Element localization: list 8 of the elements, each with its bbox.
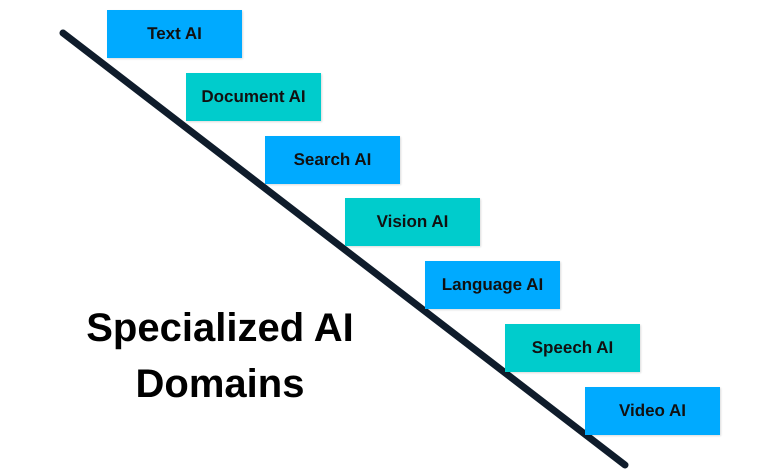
- domain-box: Speech AI: [505, 324, 640, 372]
- title: Specialized AI Domains: [85, 305, 355, 408]
- domain-box: Text AI: [107, 10, 242, 58]
- domain-box: Document AI: [186, 73, 321, 121]
- domain-box: Vision AI: [345, 198, 480, 246]
- domain-box: Language AI: [425, 261, 560, 309]
- domain-box: Search AI: [265, 136, 400, 184]
- domain-box: Video AI: [585, 387, 720, 435]
